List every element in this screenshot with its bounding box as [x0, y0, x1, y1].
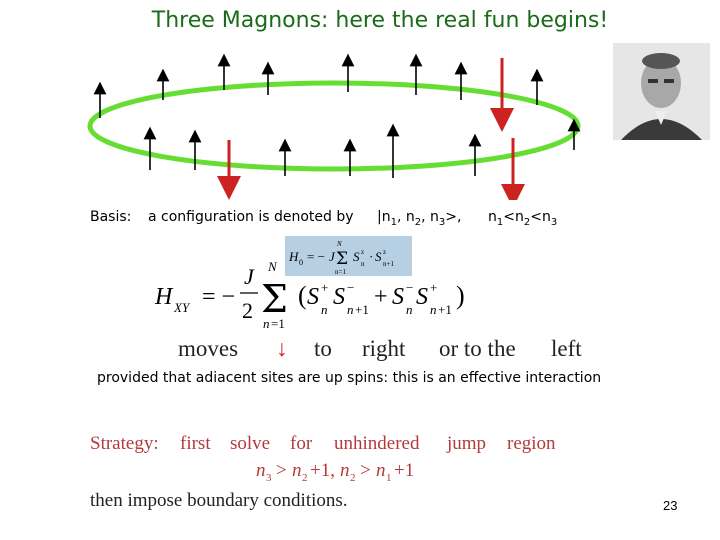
svg-text:0: 0	[299, 258, 303, 267]
svg-text:(: (	[298, 281, 307, 310]
svg-text:n: n	[347, 302, 354, 317]
svg-text:Σ: Σ	[261, 277, 288, 321]
svg-text:n: n	[263, 316, 270, 331]
h0-formula: H 0 = − J N Σ n=1 S z n · S z n+1	[288, 240, 394, 276]
svg-text:>: >	[360, 460, 371, 481]
slide-title: Three Magnons: here the real fun begins!	[151, 8, 609, 33]
strategy-label: Strategy:	[90, 433, 159, 454]
svg-text:=1: =1	[271, 316, 285, 331]
h0-formula-box: H 0 = − J N Σ n=1 S z n · S z n+1	[285, 236, 412, 276]
svg-text:S: S	[353, 249, 360, 264]
svg-text:z: z	[361, 248, 364, 256]
svg-text:n: n	[340, 460, 350, 481]
svg-text:= −: = −	[307, 249, 325, 264]
svg-text:−: −	[406, 280, 413, 295]
svg-text:S: S	[307, 284, 319, 310]
strategy-word: region	[507, 433, 556, 454]
svg-text:1: 1	[386, 472, 392, 484]
svg-text:+: +	[374, 284, 388, 310]
svg-text:S: S	[416, 284, 428, 310]
then-impose-line: then impose boundary conditions.	[90, 490, 348, 511]
hxy-formula: H XY = − J 2 N Σ n =1 ( S + n S − n +1 +…	[154, 259, 465, 331]
moves-to: to	[314, 336, 332, 361]
svg-text:2: 2	[350, 472, 356, 484]
strategy-word: unhindered	[334, 433, 420, 454]
svg-text:H: H	[154, 284, 174, 310]
svg-text:n: n	[256, 460, 266, 481]
svg-text:−: −	[347, 280, 354, 295]
region-formula: n 3 > n 2 +1, n 2 > n 1 +1	[256, 460, 414, 484]
svg-text:n: n	[406, 302, 413, 317]
svg-text:n+1: n+1	[383, 260, 394, 268]
svg-text:>: >	[276, 460, 287, 481]
svg-text:z: z	[383, 248, 386, 256]
svg-text:n: n	[430, 302, 437, 317]
svg-text:3: 3	[266, 472, 272, 484]
svg-text:+1,: +1,	[310, 460, 335, 481]
svg-text:N: N	[267, 259, 278, 274]
page-number: 23	[663, 498, 678, 513]
svg-text:H: H	[288, 249, 299, 264]
svg-text:J: J	[244, 264, 255, 289]
svg-text:+1: +1	[355, 302, 369, 317]
spin-ring-diagram	[87, 53, 581, 200]
basis-label: Basis:	[90, 209, 132, 225]
basis-ordering: n1<n2<n3	[488, 209, 558, 228]
svg-text:+: +	[430, 280, 437, 295]
basis-ket: |n1, n2, n3>,	[377, 209, 462, 228]
moves-right: right	[362, 336, 406, 361]
svg-text:N: N	[336, 240, 342, 248]
moves-left: left	[551, 336, 582, 361]
svg-text:n: n	[321, 302, 328, 317]
svg-text:S: S	[333, 284, 345, 310]
down-arrow-icon: ↓	[276, 336, 288, 361]
svg-text:XY: XY	[173, 300, 191, 315]
strategy-word: solve	[230, 433, 271, 454]
portrait-photo	[613, 43, 710, 140]
svg-text:n: n	[361, 260, 365, 268]
svg-text:= −: = −	[202, 284, 235, 310]
basis-text: a configuration is denoted by	[148, 209, 354, 225]
svg-text:S: S	[392, 284, 404, 310]
svg-text:J: J	[329, 249, 336, 264]
svg-text:+1: +1	[438, 302, 452, 317]
svg-text:n: n	[376, 460, 386, 481]
strategy-word: jump	[447, 433, 487, 454]
strategy-word: for	[290, 433, 313, 454]
svg-text:2: 2	[242, 298, 253, 323]
svg-text:+1: +1	[394, 460, 414, 481]
provided-text: provided that adiacent sites are up spin…	[97, 370, 602, 386]
moves-or-to-the: or to the	[439, 336, 516, 361]
strategy-word: first	[180, 433, 211, 454]
svg-text:·: ·	[369, 249, 373, 264]
svg-text:S: S	[375, 249, 382, 264]
moves-word: moves	[178, 336, 239, 361]
svg-text:): )	[456, 281, 465, 310]
svg-text:2: 2	[302, 472, 308, 484]
svg-text:n: n	[292, 460, 302, 481]
svg-text:n=1: n=1	[335, 268, 346, 276]
svg-text:Σ: Σ	[336, 249, 348, 269]
svg-text:+: +	[321, 280, 328, 295]
